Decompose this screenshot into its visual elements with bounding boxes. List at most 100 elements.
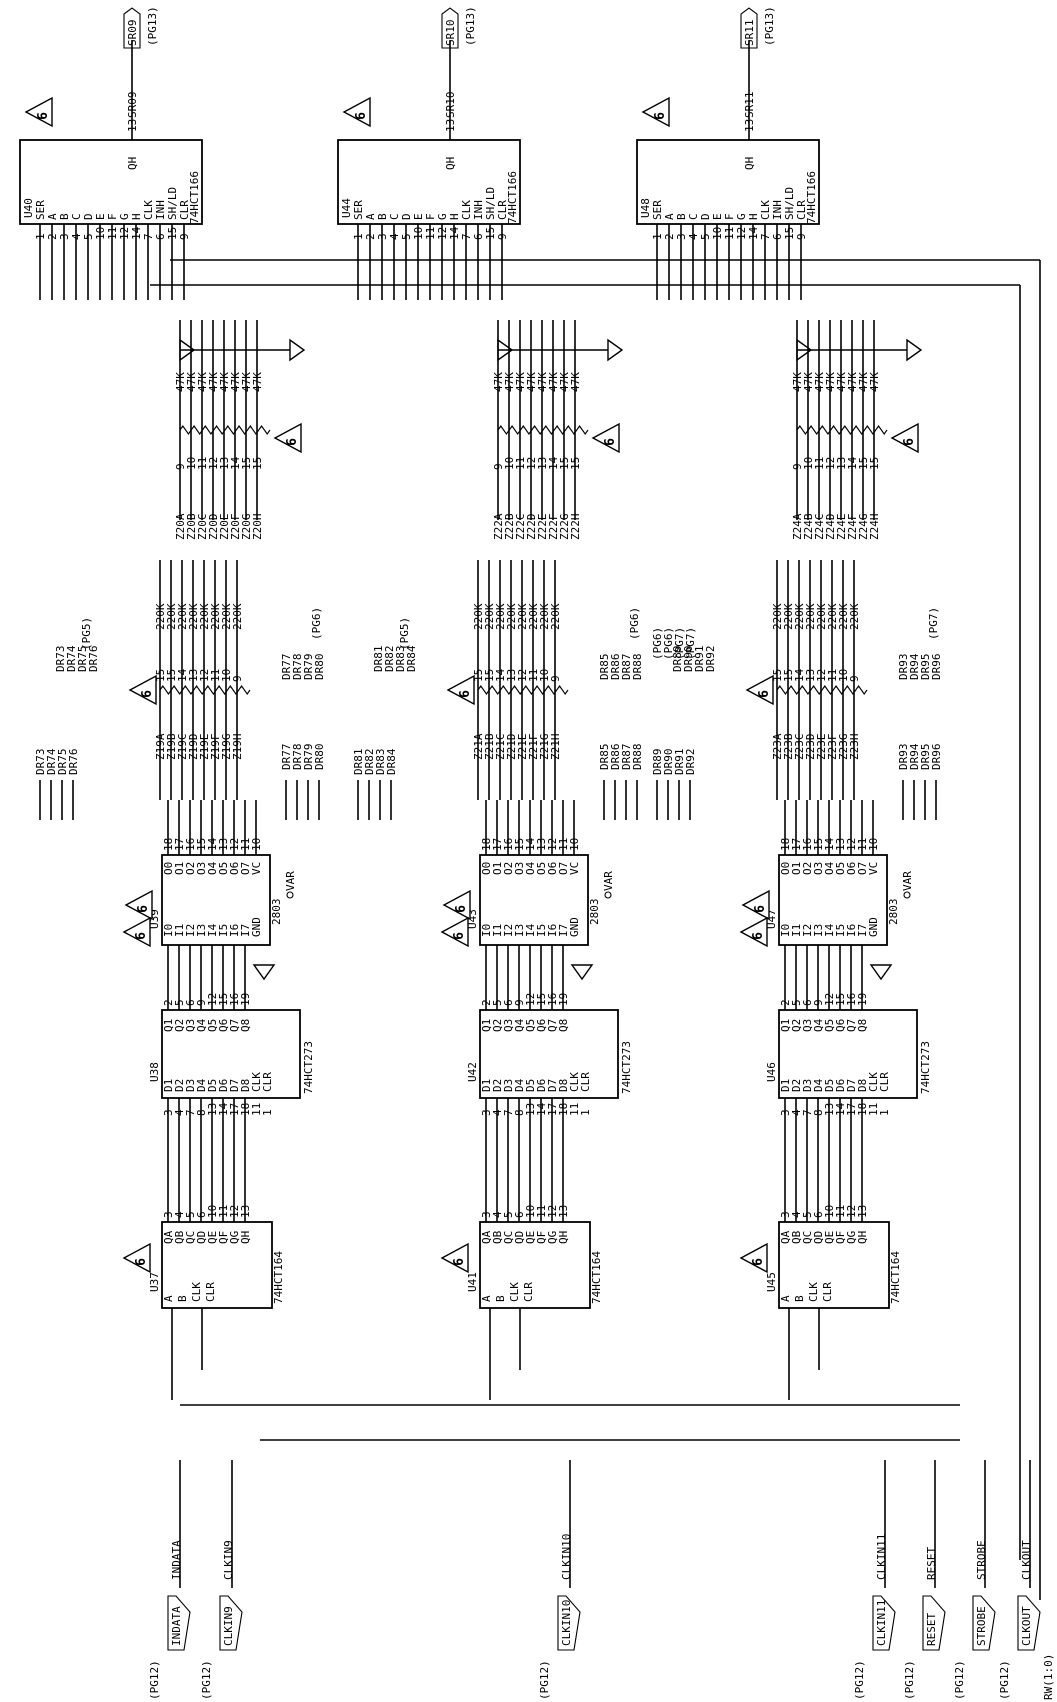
sr-page: (PG13) [464, 6, 477, 46]
dr-label: DR85 [598, 744, 611, 771]
pin-i3: I3 [195, 924, 208, 937]
input-label: INDATA [170, 1606, 183, 1646]
pin-i2: I2 [184, 924, 197, 937]
part-number: 74HCT273 [302, 1041, 315, 1094]
rev-marker: 6 [354, 112, 369, 120]
dr-label: DR86 [609, 744, 622, 771]
pin-i2: I2 [801, 924, 814, 937]
resistor-label: Z22D [525, 514, 538, 541]
pin-clr: CLR [878, 1072, 891, 1092]
pin-b: B [793, 1295, 806, 1302]
page-ref: (PG12) [953, 1660, 966, 1700]
resistor-label: Z20A [174, 513, 187, 540]
pin-qb: QB [491, 1230, 504, 1244]
pin-o6: O6 [546, 862, 559, 875]
input-net: INDATA [170, 1540, 183, 1580]
chip-designator: U38 [148, 1062, 161, 1082]
ground-symbol [607, 338, 624, 362]
pin-i5: I5 [834, 924, 847, 937]
pin-sh/ld: SH/LD [484, 187, 497, 220]
pin-clr: CLR [496, 200, 509, 220]
shift-register-U44 [337, 139, 521, 225]
pin-d6: D6 [535, 1079, 548, 1092]
page-ref: (PG12) [998, 1660, 1011, 1700]
rev-marker: 6 [653, 112, 668, 120]
chip-designator: U44 [340, 198, 353, 218]
pin-a: A [480, 1295, 493, 1302]
pin-d5: D5 [206, 1079, 219, 1092]
rev-triangle [739, 1242, 768, 1274]
resistor-label: Z22G [558, 514, 571, 541]
dr-label: DR78 [291, 744, 304, 771]
pin-number: 1 [579, 1109, 592, 1116]
pin-b: B [58, 213, 71, 220]
latch-U42 [479, 1009, 619, 1099]
input-net: CLKIN9 [222, 1540, 235, 1580]
part-number: 74HCT273 [620, 1041, 633, 1094]
pin-d4: D4 [513, 1078, 526, 1092]
part-number: 2803 [887, 899, 900, 926]
dr-page: (PG5) [80, 617, 93, 650]
pin-d7: D7 [228, 1079, 241, 1092]
pin-d1: D1 [162, 1079, 175, 1092]
pin-i0: I0 [779, 924, 792, 937]
pin-i1: I1 [790, 924, 803, 937]
rev-marker: 6 [902, 438, 917, 446]
input-flag [219, 1595, 243, 1651]
pin-q8: Q8 [856, 1019, 869, 1032]
pin-q6: Q6 [834, 1019, 847, 1032]
page-ref: (PG12) [148, 1660, 161, 1700]
pin-o2: O2 [184, 862, 197, 875]
pin-d2: D2 [173, 1079, 186, 1092]
pin-o4: O4 [823, 861, 836, 875]
pin-o1: O1 [173, 862, 186, 875]
dr-label: DR88 [631, 744, 644, 771]
net-label-sr: SR10 [444, 92, 457, 119]
dr-label: DR83 [374, 749, 387, 776]
dr-flag: DR92 [704, 646, 717, 673]
page-ref: (PG12) [853, 1660, 866, 1700]
pin-o3: O3 [812, 862, 825, 875]
pin-gnd: GND [250, 917, 263, 937]
driver-U39 [161, 854, 271, 946]
pin-q3: Q3 [801, 1019, 814, 1032]
shift-in-U37 [161, 1221, 273, 1309]
pin-clk: CLK [142, 200, 155, 220]
pin-clr: CLR [261, 1072, 274, 1092]
rev-marker: 6 [136, 905, 151, 913]
pin-e: E [412, 213, 425, 220]
resistor-label: Z24D [824, 514, 837, 541]
resistor-label: Z22E [536, 514, 549, 541]
pin-i3: I3 [812, 924, 825, 937]
pin-sh/ld: SH/LD [783, 187, 796, 220]
resistor-zigzag [477, 685, 569, 695]
sr-page: (PG13) [763, 6, 776, 46]
dr-label: DR84 [385, 748, 398, 775]
dr-flag: DR86 [609, 654, 622, 681]
latch-U46 [778, 1009, 918, 1099]
input-net: RESET [925, 1547, 938, 1580]
pin-g: G [735, 213, 748, 220]
pin-d7: D7 [546, 1079, 559, 1092]
resistor-label: Z20H [251, 514, 264, 541]
pin-b: B [176, 1295, 189, 1302]
pin-d3: D3 [502, 1079, 515, 1092]
sr-flag-text: SR11 [743, 20, 756, 47]
pin-c: C [70, 213, 83, 220]
dr-page: (PG7) [673, 627, 686, 660]
pin-c: C [687, 213, 700, 220]
pin-i7: I7 [856, 924, 869, 937]
sr-flag [123, 7, 141, 49]
resistor-zigzag [159, 685, 251, 695]
resistor-label: Z20B [185, 513, 198, 540]
pin-d: D [400, 213, 413, 220]
dr-flag: DR82 [383, 646, 396, 673]
pin-ser: SER [34, 200, 47, 220]
pin-sh/ld: SH/LD [166, 187, 179, 220]
pin-clr: CLR [178, 200, 191, 220]
dr-flag: DR75 [76, 646, 89, 673]
dr-flag: DR74 [65, 645, 78, 672]
pin-o0: O0 [480, 862, 493, 875]
pin-o7: O7 [856, 862, 869, 875]
rev-marker: 6 [285, 438, 300, 446]
